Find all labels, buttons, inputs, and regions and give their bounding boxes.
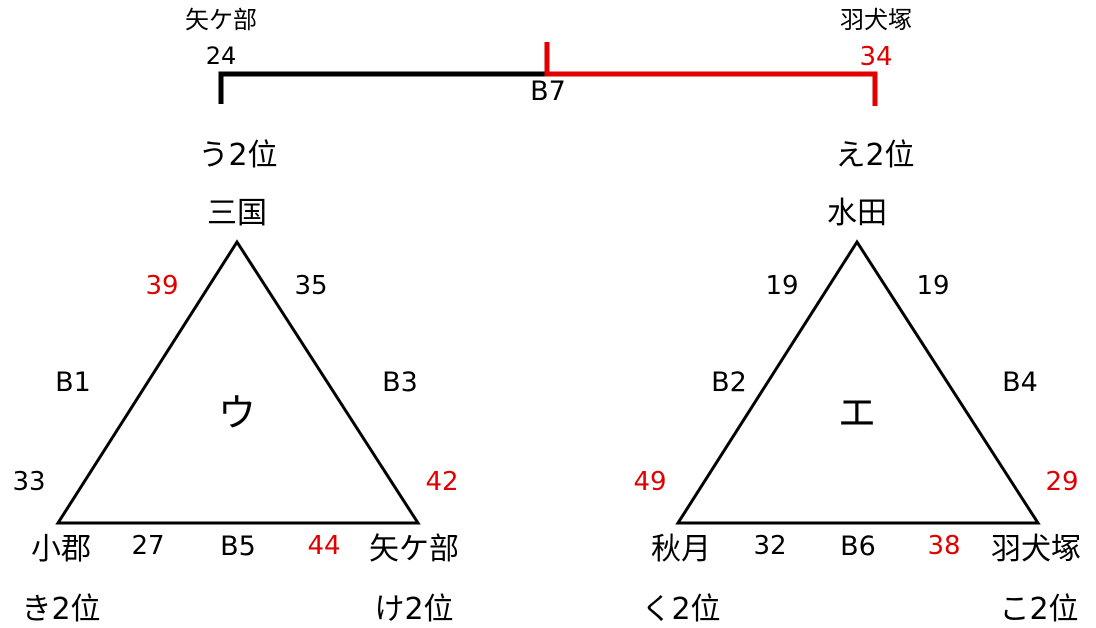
- group-e-triangle: [675, 239, 1041, 525]
- group-u-name: ウ: [217, 391, 257, 435]
- final-right-score: 34: [859, 42, 893, 72]
- final-match-label: B7: [530, 76, 566, 107]
- group-u-right-edge-top-score: 35: [294, 271, 328, 301]
- group-u-left-team: 小郡: [31, 532, 91, 567]
- group-e-right-edge-bottom-score: 29: [1045, 467, 1079, 497]
- group-e-left-edge-match: B2: [711, 367, 747, 398]
- group-e-name: エ: [837, 391, 877, 435]
- group-u-right-team: 矢ケ部: [369, 532, 459, 567]
- group-e-top-team: 水田: [827, 196, 887, 231]
- group-e-bottom-edge-match: B6: [840, 531, 876, 562]
- group-e-bottom-edge-right-score: 38: [927, 531, 961, 561]
- group-e-left-rank: く2位: [641, 592, 721, 627]
- group-u-left-edge-top-score: 39: [145, 271, 179, 301]
- group-u-bottom-edge-left-score: 27: [131, 531, 165, 561]
- group-e-right-edge-top-score: 19: [916, 271, 950, 301]
- group-e-bottom-edge-left-score: 32: [753, 531, 787, 561]
- final-bracket-left-line: [218, 71, 547, 104]
- group-u-top-team: 三国: [207, 196, 267, 231]
- group-e-right-team: 羽犬塚: [991, 532, 1081, 567]
- group-e-right-edge-match: B4: [1002, 367, 1038, 398]
- group-u-triangle: [55, 239, 421, 525]
- final-left-team: 矢ケ部: [185, 6, 257, 34]
- group-e-left-edge-bottom-score: 49: [633, 467, 667, 497]
- group-u-left-rank: き2位: [21, 592, 101, 627]
- group-e-left-edge-top-score: 19: [765, 271, 799, 301]
- group-e-right-rank: こ2位: [999, 592, 1079, 627]
- group-u-left-edge-match: B1: [55, 367, 91, 398]
- final-right-team: 羽犬塚: [840, 6, 912, 34]
- group-u-bottom-edge-right-score: 44: [307, 531, 341, 561]
- final-bracket-right-line: [544, 42, 878, 106]
- group-u-bottom-edge-match: B5: [220, 531, 256, 562]
- group-u-right-rank: け2位: [374, 592, 454, 627]
- group-u-left-edge-bottom-score: 33: [12, 467, 46, 497]
- group-e-top-rank: え2位: [835, 138, 915, 173]
- group-u-top-rank: う2位: [198, 138, 278, 173]
- group-e-left-team: 秋月: [651, 532, 711, 567]
- final-left-score: 24: [205, 42, 237, 70]
- group-u-right-edge-match: B3: [382, 367, 418, 398]
- group-u-right-edge-bottom-score: 42: [425, 467, 459, 497]
